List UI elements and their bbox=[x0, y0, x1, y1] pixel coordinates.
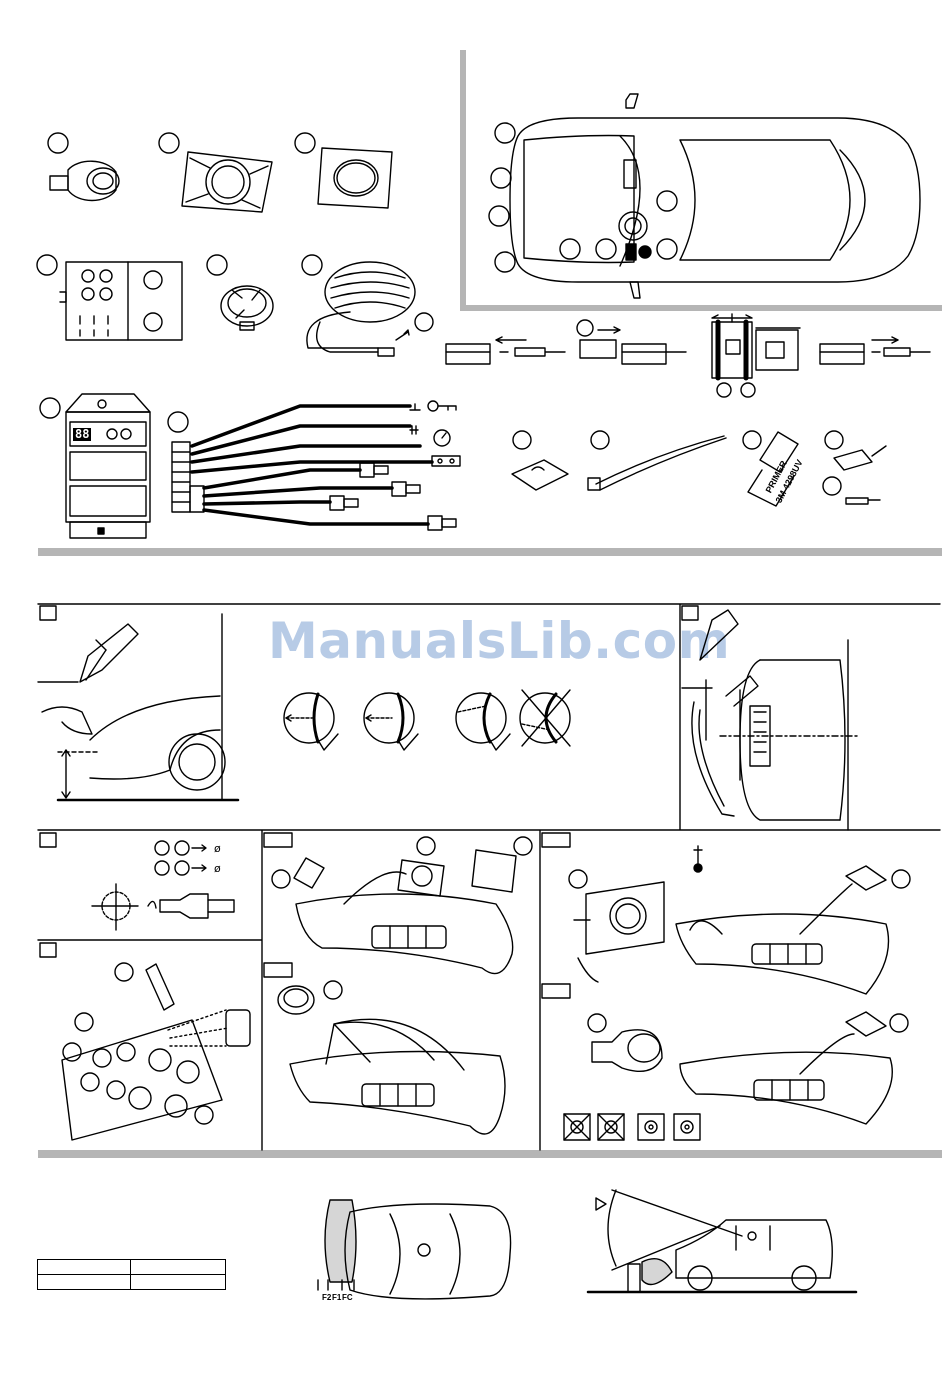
part-adhesive-ring bbox=[295, 133, 392, 208]
panel-bumper-rings bbox=[278, 981, 505, 1134]
part-pad bbox=[825, 431, 886, 470]
part-clip bbox=[512, 431, 568, 490]
connector-step-2 bbox=[577, 320, 686, 364]
sensor-orientation-icons bbox=[564, 1114, 700, 1140]
part-control-unit bbox=[40, 394, 150, 538]
key-icon bbox=[428, 401, 456, 411]
panel-orientation-checks bbox=[284, 690, 570, 750]
spec-table bbox=[37, 1259, 226, 1290]
connector-step-4 bbox=[820, 337, 930, 364]
panel-bumper-mount-1 bbox=[569, 846, 910, 994]
part-buzzer-speaker bbox=[302, 255, 433, 356]
drill-symbol-1: ø bbox=[214, 842, 221, 855]
table-cell bbox=[131, 1260, 226, 1275]
table-row bbox=[38, 1260, 226, 1275]
gray-divider-1 bbox=[38, 548, 942, 556]
drill-symbol-2: ø bbox=[214, 862, 221, 875]
car-side-detection-angle bbox=[588, 1190, 856, 1292]
part-primer-tube: PRIMER 3M 4298UV bbox=[743, 431, 805, 506]
part-sensor-ring bbox=[207, 255, 273, 330]
car-top-detection-zones bbox=[318, 1200, 511, 1299]
panel-bumper-mount-2 bbox=[564, 1012, 908, 1140]
panel-bumper-holder bbox=[272, 837, 532, 974]
connector-step-1 bbox=[446, 337, 565, 364]
spacing-label-fc: FC bbox=[342, 1293, 353, 1302]
part-terminal bbox=[823, 477, 880, 504]
panel-sensor-position bbox=[682, 610, 860, 830]
spacing-label-f1: F1 bbox=[332, 1293, 342, 1302]
connector-lock-detail bbox=[712, 314, 800, 397]
panel-measure-height bbox=[38, 624, 238, 800]
gray-divider-2 bbox=[38, 1150, 942, 1158]
part-wiring-harness bbox=[168, 406, 432, 524]
table-row bbox=[38, 1275, 226, 1290]
sensor-spacing-labels: F2 F1 FC bbox=[322, 1293, 353, 1302]
panel-apply-primer bbox=[62, 963, 250, 1140]
panel-drill-size: ø ø bbox=[92, 841, 234, 930]
control-unit-display: 88 bbox=[73, 428, 91, 441]
table-cell bbox=[38, 1260, 131, 1275]
gray-divider-top-right bbox=[460, 305, 942, 311]
car-top-view bbox=[489, 94, 920, 298]
spacing-label-f2: F2 bbox=[322, 1293, 332, 1302]
part-sensor-holder-plate bbox=[159, 133, 272, 212]
table-cell bbox=[131, 1275, 226, 1290]
gray-divider-vertical bbox=[460, 50, 466, 310]
harness-end-symbols bbox=[330, 401, 460, 530]
part-drill-template bbox=[37, 255, 182, 340]
part-sensor bbox=[48, 133, 119, 201]
part-cable-tie bbox=[588, 431, 726, 490]
table-cell bbox=[38, 1275, 131, 1290]
